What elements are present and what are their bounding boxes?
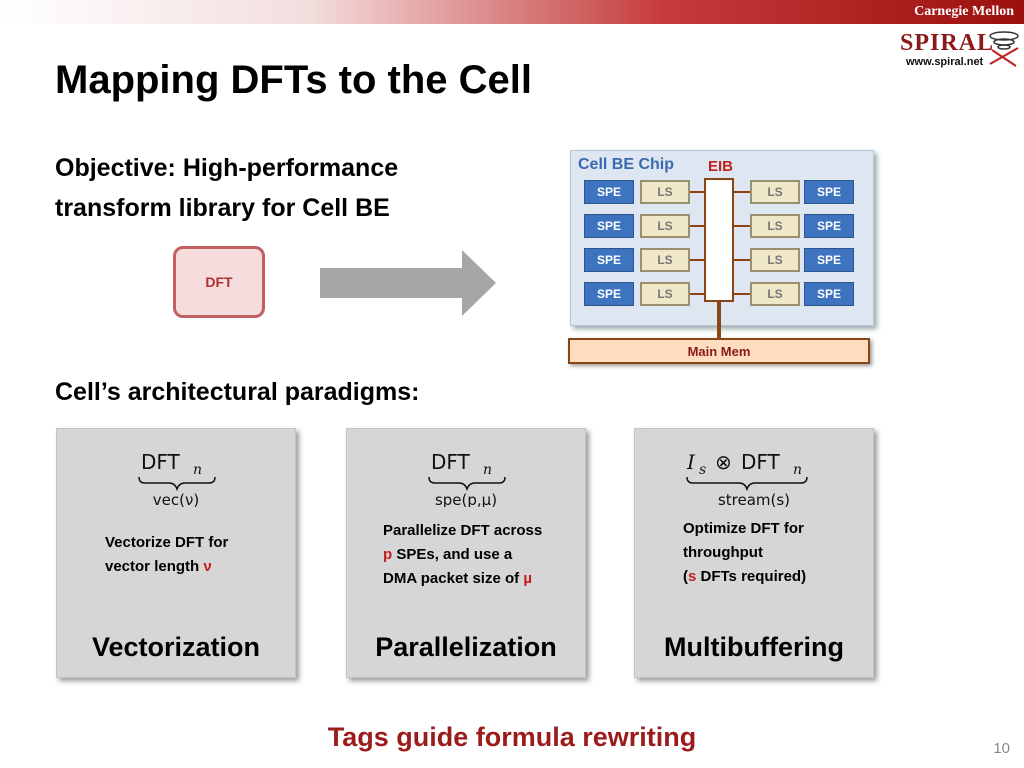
objective-line-2: transform library for Cell BE (55, 194, 390, 222)
eib-link (734, 225, 750, 227)
formula-tag: vec(ν) (153, 491, 199, 507)
tags-caption: Tags guide formula rewriting (327, 722, 697, 752)
desc-line: DMA packet size of µ (383, 567, 542, 591)
objective-line-1: Objective: High-performance (55, 154, 399, 182)
vectorization-card: DFT n vec(ν) Vectorize DFT for vector le… (56, 428, 296, 678)
eib-link (690, 191, 704, 193)
right-arrow-icon (320, 250, 496, 316)
eib-link (690, 293, 704, 295)
top-banner: Carnegie Mellon (0, 0, 1024, 24)
eib-link (690, 259, 704, 261)
page-title: Mapping DFTs to the Cell (55, 58, 533, 102)
desc-line: Optimize DFT for (683, 520, 804, 537)
desc-symbol: ν (203, 558, 212, 575)
formula-identity-subscript: s (699, 462, 706, 478)
ls-unit: LS (750, 248, 800, 272)
eib-link (690, 225, 704, 227)
eib-bus (704, 178, 734, 302)
card-description: Optimize DFT for throughput (s DFTs requ… (683, 517, 806, 589)
spe-unit: SPE (584, 282, 634, 306)
card-title: Vectorization (91, 632, 261, 662)
card-description: Vectorize DFT for vector length ν (105, 531, 228, 579)
desc-text: vector length (105, 558, 204, 575)
multibuffering-formula: I s ⊗ DFT n stream(s) (686, 450, 808, 507)
ls-unit: LS (640, 180, 690, 204)
desc-symbol: s (688, 568, 697, 585)
formula-identity: I (686, 450, 696, 474)
memory-link (717, 302, 721, 338)
desc-line: (s DFTs required) (683, 565, 806, 589)
desc-symbol: µ (523, 570, 532, 587)
desc-text: DMA packet size of (383, 570, 524, 587)
dft-box: DFT (173, 246, 265, 318)
chip-label: Cell BE Chip (578, 156, 675, 173)
formula-tag: spe(p,μ) (435, 491, 497, 507)
desc-line: Parallelize DFT across (383, 522, 543, 539)
page-number: 10 (993, 740, 1010, 757)
underbrace (686, 476, 808, 492)
formula-tag: stream(s) (718, 491, 790, 507)
ls-unit: LS (750, 282, 800, 306)
spe-unit: SPE (584, 214, 634, 238)
spe-unit: SPE (584, 248, 634, 272)
paradigms-heading: Cell’s architectural paradigms: (55, 378, 420, 406)
formula-subscript: n (193, 462, 202, 478)
card-title: Multibuffering (664, 632, 844, 662)
spiral-logo: SPIRAL www.spiral.net (900, 28, 1020, 70)
spe-unit: SPE (804, 214, 854, 238)
spe-unit: SPE (804, 248, 854, 272)
eib-link (734, 293, 750, 295)
ls-unit: LS (750, 214, 800, 238)
desc-line: vector length ν (105, 555, 228, 579)
spe-unit: SPE (584, 180, 634, 204)
desc-line: p SPEs, and use a (383, 543, 542, 567)
formula-dft: DFT (741, 450, 781, 474)
desc-text: ( (683, 568, 688, 585)
vectorization-formula: DFT n vec(ν) (138, 450, 216, 507)
formula-operator: ⊗ (715, 450, 732, 474)
ls-unit: LS (640, 282, 690, 306)
desc-symbol: p (383, 546, 393, 563)
ls-unit: LS (640, 248, 690, 272)
formula-dft: DFT (431, 450, 471, 474)
formula-subscript: n (483, 462, 492, 478)
org-name: Carnegie Mellon (914, 4, 1014, 19)
logo-url: www.spiral.net (906, 56, 984, 68)
eib-link (734, 259, 750, 261)
spiral-icon (989, 31, 1019, 67)
spe-unit: SPE (804, 282, 854, 306)
underbrace (138, 476, 216, 492)
desc-line: Vectorize DFT for (105, 534, 229, 551)
parallelization-formula: DFT n spe(p,μ) (428, 450, 506, 507)
desc-text: SPEs, and use a (392, 546, 513, 563)
parallelization-card: DFT n spe(p,μ) Parallelize DFT across p … (346, 428, 586, 678)
formula-subscript: n (793, 462, 802, 478)
ls-unit: LS (750, 180, 800, 204)
eib-link (734, 191, 750, 193)
ls-unit: LS (640, 214, 690, 238)
underbrace (428, 476, 506, 492)
desc-line: throughput (683, 544, 763, 561)
main-memory: Main Mem (568, 338, 870, 364)
objective-text: Objective: High-performance transform li… (55, 148, 495, 228)
formula-dft: DFT (141, 450, 181, 474)
spe-unit: SPE (804, 180, 854, 204)
multibuffering-card: I s ⊗ DFT n stream(s) Optimize DFT for t… (634, 428, 874, 678)
card-description: Parallelize DFT across p SPEs, and use a… (383, 519, 542, 591)
logo-word: SPIRAL (900, 30, 995, 56)
card-title: Parallelization (375, 632, 557, 662)
eib-label: EIB (708, 158, 734, 175)
desc-text: DFTs required) (696, 568, 807, 585)
